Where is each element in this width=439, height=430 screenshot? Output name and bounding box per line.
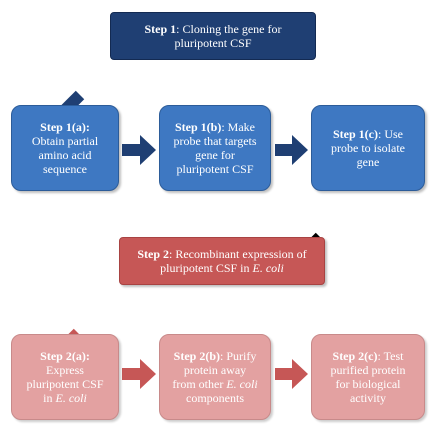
step2c-line2: for biological [335,377,401,391]
step1b-line1: probe that targets [173,134,257,148]
step2a-line1: Express [45,363,84,377]
step2b-ecoli: E. coli [226,377,258,391]
step2c-line1: purified protein [330,363,406,377]
step2a-line3: in [43,391,56,405]
step2b-line2: from other [172,377,227,391]
step1b-box: Step 1(b): Make probe that targets gene … [159,105,271,191]
step2a-box: Step 2(a): Express pluripotent CSF in E.… [11,334,119,420]
step2-label: Step 2 [137,247,170,261]
step1c-text: : Use [377,127,403,141]
step1c-label: Step 1(c) [332,127,378,141]
arrow-step1b-to-step1c [275,135,308,165]
step2c-text: : Test [377,349,404,363]
step1b-line3: pluripotent CSF [176,162,254,176]
step1c-line2: gene [356,155,380,169]
step1-text: : Cloning the gene for [176,22,282,36]
step1a-box: Step 1(a): Obtain partial amino acid seq… [11,105,119,191]
step2a-line2: pluripotent CSF [26,377,104,391]
step2b-text: : Purify [220,349,257,363]
arrow-step2b-to-step2c [275,359,308,389]
step2a-ecoli: E. coli [55,391,87,405]
step1-label: Step 1 [144,22,177,36]
step1a-line3: sequence [43,162,87,176]
step2b-box: Step 2(b): Purify protein away from othe… [159,334,271,420]
step1c-line1: probe to isolate [331,141,405,155]
step1a-label: Step 1(a): [40,120,90,134]
step1-box: Step 1: Cloning the gene for pluripotent… [110,12,316,60]
step1-text-line2: pluripotent CSF [174,36,252,50]
step1b-line2: gene for [195,148,235,162]
step2-text: : Recombinant expression of [169,247,307,261]
step2b-line1: protein away [183,363,247,377]
step2-text-line2: pluripotent CSF in [160,261,253,275]
step2b-line3: components [186,391,244,405]
step1a-line2: amino acid [38,148,92,162]
step2c-box: Step 2(c): Test purified protein for bio… [311,334,425,420]
arrow-step2a-to-step2b [122,359,156,389]
step2c-line3: activity [349,391,386,405]
step1c-box: Step 1(c): Use probe to isolate gene [311,105,425,191]
step2a-label: Step 2(a): [40,349,90,363]
step1a-line1: Obtain partial [31,134,99,148]
step2-ecoli: E. coli [252,261,284,275]
step1b-label: Step 1(b) [175,120,222,134]
step2-box: Step 2: Recombinant expression of plurip… [119,237,325,285]
step2b-label: Step 2(b) [173,349,220,363]
step2c-label: Step 2(c) [332,349,378,363]
step1b-text: : Make [221,120,255,134]
arrow-step1a-to-step1b [122,135,156,165]
